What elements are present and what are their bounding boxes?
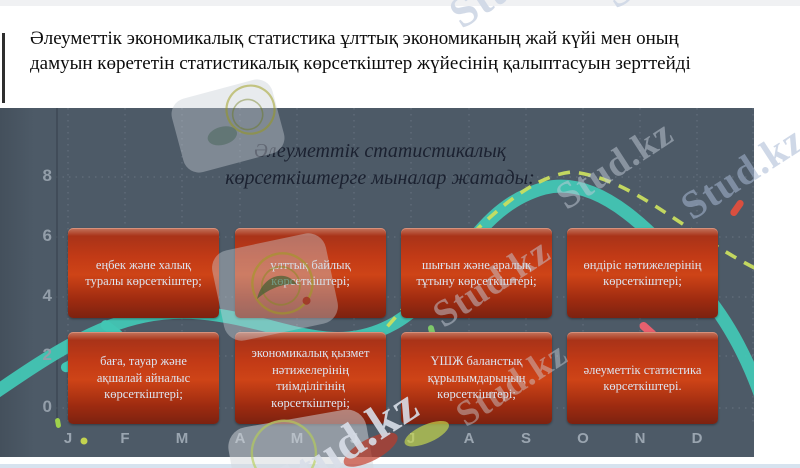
x-axis-label-sep: S [520,430,531,447]
indicator-box-4: өндіріс нәтижелерінің көрсеткіштері; [567,228,718,318]
header-accent-bar [2,33,5,103]
indicator-box-2-label: ұлттық байлық көрсеткіштері; [270,257,351,289]
top-edge-strip [0,0,800,6]
indicator-box-7-label: ҮШЖ баланстық құрылымдарының көрсеткіште… [427,354,526,402]
x-axis-label-nov: N [634,430,646,447]
indicator-box-5: баға, тауар және ақшалай айналыс көрсетк… [68,332,219,424]
x-axis-label-jan: J [63,430,73,447]
indicator-box-3: шығын және аралық тұтыну көрсеткіштері; [401,228,552,318]
y-axis-label-2: 2 [42,345,52,364]
bottom-edge-strip [0,464,800,468]
indicator-box-4-label: өндіріс нәтижелерінің көрсеткіштері; [583,257,702,289]
x-axis-label-apr: A [234,430,246,447]
y-axis-label-0: 0 [42,397,52,416]
y-axis-label-8: 8 [42,166,52,185]
x-axis-label-jul: J [406,430,416,447]
x-axis-label-mar: M [175,430,189,447]
x-axis-label-dec: D [691,430,703,447]
indicator-box-1: еңбек және халық туралы көрсеткіштер; [68,228,219,318]
indicator-box-6: экономикалық қызмет нәтижелерінің тиімді… [235,332,386,424]
indicator-box-8: әлеуметтік статистика көрсеткіштері. [567,332,718,424]
slide-header-text: Әлеуметтік экономикалық статистика ұлтты… [30,28,691,74]
indicator-box-5-label: баға, тауар және ақшалай айналыс көрсетк… [96,354,191,402]
x-axis-label-aug: A [463,430,475,447]
decorative-chart-panel: Әлеуметтік статистикалық көрсеткіштерге … [0,108,754,457]
x-axis-label-feb: F [120,430,130,447]
indicator-box-1-label: еңбек және халық туралы көрсеткіштер; [85,257,202,289]
indicator-box-6-label: экономикалық қызмет нәтижелерінің тиімді… [251,346,370,410]
indicator-box-3-label: шығын және аралық тұтыну көрсеткіштері; [416,257,537,289]
chart-title: Әлеуметтік статистикалық көрсеткіштерге … [225,140,535,189]
x-axis-label-oct: O [577,430,589,447]
indicator-box-7: ҮШЖ баланстық құрылымдарының көрсеткіште… [401,332,552,424]
x-axis-label-may: M [290,430,304,447]
y-axis-label-4: 4 [42,286,52,305]
y-axis-label-6: 6 [42,226,52,245]
x-axis-label-jun: J [349,430,359,447]
indicator-box-2: ұлттық байлық көрсеткіштері; [235,228,386,318]
indicator-box-8-label: әлеуметтік статистика көрсеткіштері. [583,362,702,394]
